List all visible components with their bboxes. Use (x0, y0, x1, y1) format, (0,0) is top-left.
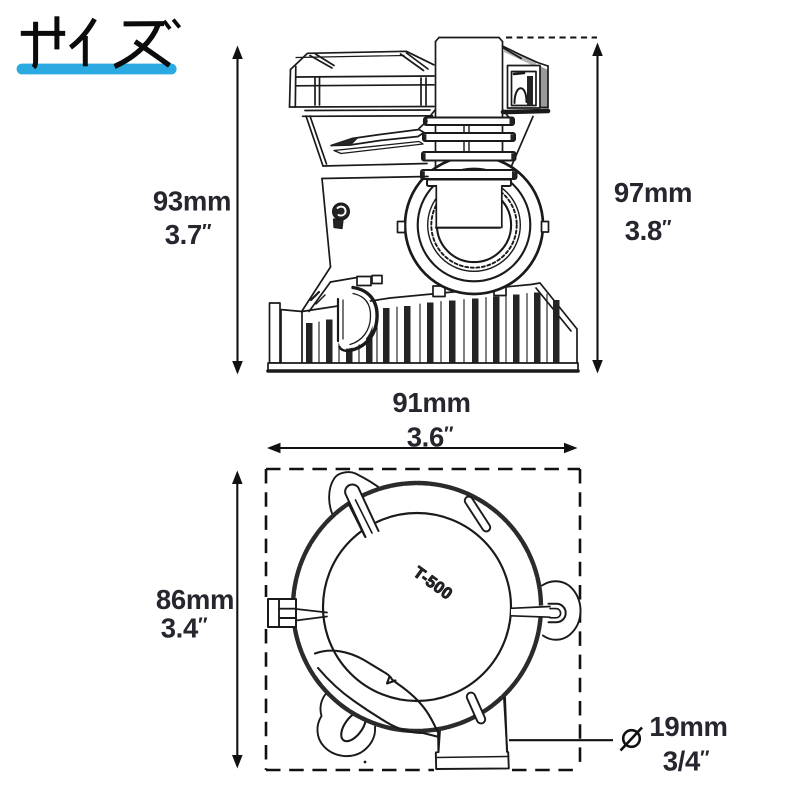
svg-text:3.7″: 3.7″ (165, 219, 212, 250)
svg-text:86mm: 86mm (156, 584, 234, 615)
svg-text:19mm: 19mm (649, 711, 727, 742)
svg-text:3.8″: 3.8″ (625, 215, 672, 246)
svg-text:91mm: 91mm (392, 387, 470, 418)
svg-text:93mm: 93mm (153, 186, 231, 217)
svg-text:3/4″: 3/4″ (663, 746, 710, 777)
svg-text:97mm: 97mm (614, 177, 692, 208)
svg-text:3.4″: 3.4″ (161, 613, 208, 644)
